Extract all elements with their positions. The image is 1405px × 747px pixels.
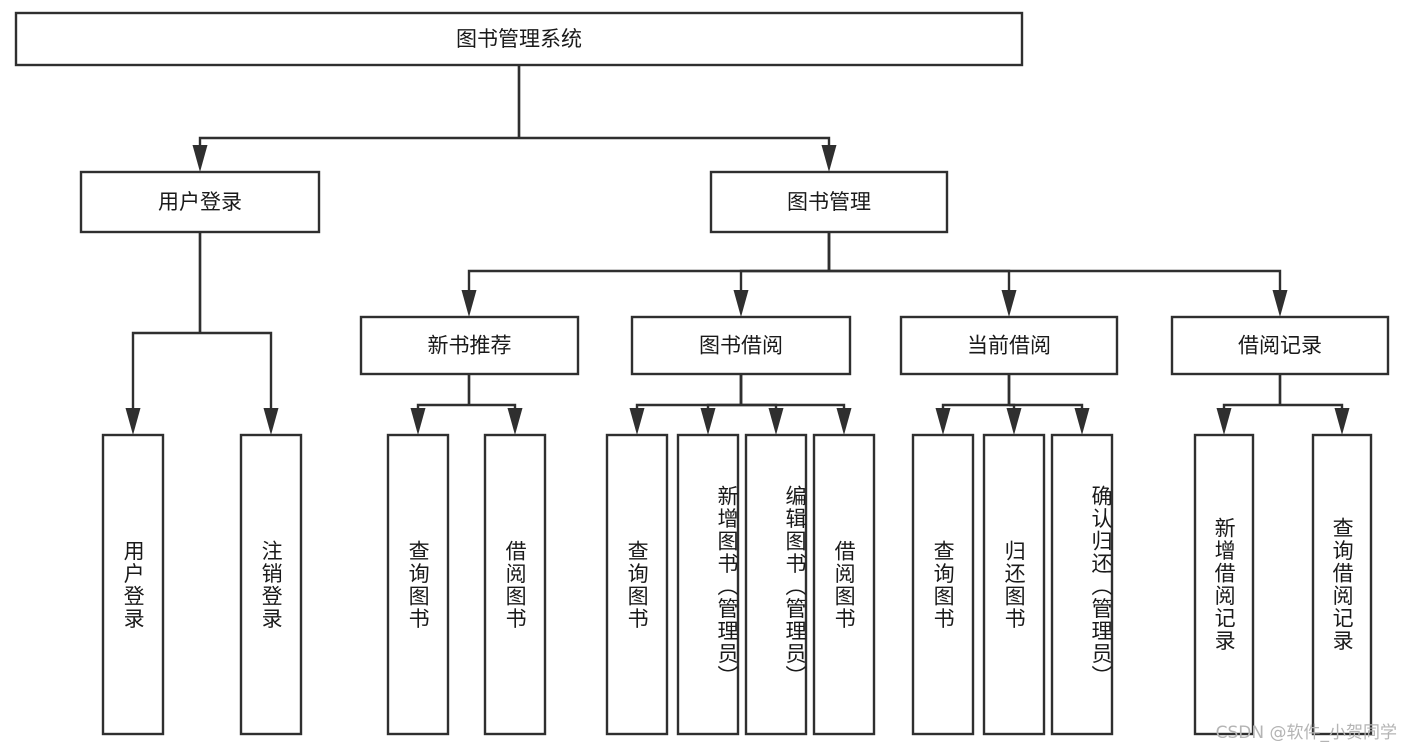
- node-box-l3-3[interactable]: [1170, 315, 1390, 376]
- node-box-root[interactable]: [14, 11, 1024, 67]
- connector-elbow: [198, 136, 519, 145]
- connector-elbow: [941, 403, 1009, 408]
- arrow-head-icon: [700, 408, 716, 435]
- connector-图书管理-to-新书推荐: [461, 232, 831, 317]
- connector-elbow: [469, 403, 517, 408]
- connector-图书管理系统-to-图书管理: [517, 65, 837, 172]
- connector-elbow: [635, 403, 741, 408]
- arrow-head-icon: [935, 408, 951, 435]
- boxes-layer: [14, 11, 1390, 736]
- node-box-leaves_newbook-0[interactable]: [386, 433, 450, 736]
- connector-借阅记录-to-查询借阅记录: [1278, 374, 1350, 435]
- node-label-l3-0: 新书推荐: [428, 334, 512, 358]
- connector-当前借阅-to-确认归还（管理员）: [1007, 374, 1090, 435]
- arrow-head-icon: [1272, 290, 1288, 317]
- node-label-root: 图书管理系统: [456, 27, 582, 51]
- connector-elbow: [1280, 403, 1344, 408]
- connector-新书推荐-to-借阅图书: [467, 374, 523, 435]
- node-label-l2-1: 图书管理: [787, 190, 871, 214]
- arrow-head-icon: [836, 408, 852, 435]
- arrow-head-icon: [192, 145, 208, 172]
- node-box-leaves_borrow-3[interactable]: [812, 433, 876, 736]
- connector-elbow: [200, 331, 273, 408]
- connector-elbow: [416, 403, 469, 408]
- node-box-l2-1[interactable]: [709, 170, 949, 234]
- arrow-head-icon: [1006, 408, 1022, 435]
- node-box-leaves_newbook-1[interactable]: [483, 433, 547, 736]
- node-label-l3-3: 借阅记录: [1238, 334, 1322, 358]
- arrow-head-icon: [1001, 290, 1017, 317]
- connector-借阅记录-to-新增借阅记录: [1216, 374, 1282, 435]
- edges-layer: [125, 65, 1350, 435]
- arrow-head-icon: [629, 408, 645, 435]
- node-label-l3-1: 图书借阅: [699, 334, 783, 358]
- node-box-l3-2[interactable]: [899, 315, 1119, 376]
- node-box-l3-0[interactable]: [359, 315, 580, 376]
- connector-elbow: [1222, 403, 1280, 408]
- arrow-head-icon: [768, 408, 784, 435]
- node-box-leaves_record-0[interactable]: [1193, 433, 1255, 736]
- connector-图书管理-to-图书借阅: [733, 232, 831, 317]
- node-box-leaves_user-0[interactable]: [101, 433, 165, 736]
- connector-elbow: [1009, 403, 1084, 408]
- arrow-head-icon: [1334, 408, 1350, 435]
- connector-elbow: [519, 136, 831, 145]
- node-box-leaves_current-2[interactable]: [1050, 433, 1114, 736]
- arrow-head-icon: [410, 408, 426, 435]
- connector-elbow: [829, 269, 1011, 290]
- arrow-head-icon: [263, 408, 279, 435]
- connector-新书推荐-to-查询图书: [410, 374, 471, 435]
- arrow-head-icon: [733, 290, 749, 317]
- arrow-head-icon: [507, 408, 523, 435]
- node-label-l3-2: 当前借阅: [967, 334, 1051, 358]
- arrow-head-icon: [1216, 408, 1232, 435]
- node-box-leaves_user-1[interactable]: [239, 433, 303, 736]
- connector-用户登录-to-注销登录: [198, 232, 279, 435]
- node-box-leaves_current-0[interactable]: [911, 433, 975, 736]
- arrow-head-icon: [461, 290, 477, 317]
- arrow-head-icon: [821, 145, 837, 172]
- connector-elbow: [131, 331, 200, 408]
- connector-图书管理系统-to-用户登录: [192, 65, 521, 172]
- node-box-leaves_record-1[interactable]: [1311, 433, 1373, 736]
- connector-elbow: [467, 269, 829, 290]
- node-box-leaves_borrow-0[interactable]: [605, 433, 669, 736]
- node-label-l2-0: 用户登录: [158, 190, 242, 214]
- connector-图书借阅-to-借阅图书: [739, 374, 852, 435]
- connector-elbow: [741, 403, 846, 408]
- connector-图书管理-to-当前借阅: [827, 232, 1017, 317]
- connector-用户登录-to-用户登录: [125, 232, 202, 435]
- node-box-leaves_borrow-2[interactable]: [744, 433, 808, 736]
- node-box-leaves_borrow-1[interactable]: [676, 433, 740, 736]
- node-box-l2-0[interactable]: [79, 170, 321, 234]
- node-box-leaves_current-1[interactable]: [982, 433, 1046, 736]
- connector-elbow: [706, 403, 741, 408]
- connector-当前借阅-to-查询图书: [935, 374, 1011, 435]
- connector-图书管理-to-借阅记录: [827, 232, 1288, 317]
- arrow-head-icon: [125, 408, 141, 435]
- node-box-l3-1[interactable]: [630, 315, 852, 376]
- connector-elbow: [829, 269, 1282, 290]
- arrow-head-icon: [1074, 408, 1090, 435]
- connector-elbow: [739, 269, 829, 290]
